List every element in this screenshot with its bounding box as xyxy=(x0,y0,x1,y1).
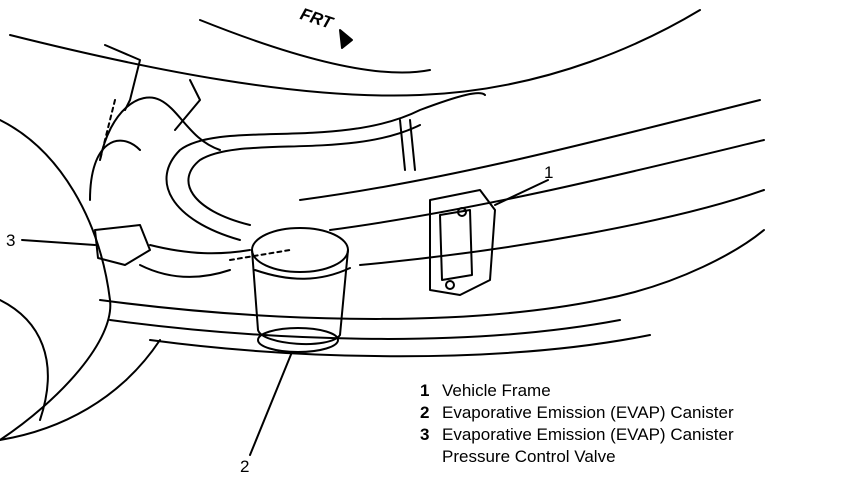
leader-line-2 xyxy=(249,351,293,456)
legend-number: 3 xyxy=(420,425,430,444)
canister-top xyxy=(251,227,349,273)
upper-line xyxy=(104,44,141,111)
purge-line-1 xyxy=(99,96,221,161)
frame-rail-mid xyxy=(329,139,765,231)
bumper-line-1 xyxy=(99,229,765,320)
callout-1: 1 xyxy=(544,163,554,182)
routing-dashes-2 xyxy=(229,249,291,261)
routing-dashes-1 xyxy=(99,99,116,161)
frame-bracket xyxy=(429,189,496,296)
legend-text: Evaporative Emission (EVAP) Canister Pre… xyxy=(442,424,734,468)
legend-line: Evaporative Emission (EVAP) Canister xyxy=(442,403,734,422)
canister-bottom xyxy=(257,327,339,353)
valve-hose xyxy=(149,244,251,255)
bracket-bolt-2 xyxy=(445,280,455,290)
canister-body xyxy=(251,249,349,345)
vent-tube-2 xyxy=(399,119,406,171)
frame-rail-top xyxy=(299,99,761,201)
bracket-inner xyxy=(439,209,473,281)
legend-line: Evaporative Emission (EVAP) Canister xyxy=(442,425,734,444)
legend-text: Vehicle Frame xyxy=(442,380,551,402)
legend-item: 3 Evaporative Emission (EVAP) Canister P… xyxy=(420,424,734,468)
fender-lower xyxy=(0,339,161,441)
callout-2: 2 xyxy=(240,457,250,476)
canister-strap xyxy=(254,267,351,280)
legend-line: Vehicle Frame xyxy=(442,381,551,400)
hood-line xyxy=(199,19,431,74)
leader-line-1 xyxy=(494,179,549,206)
legend-item: 1 Vehicle Frame xyxy=(420,380,734,402)
legend-number: 1 xyxy=(420,381,430,400)
legend-text: Evaporative Emission (EVAP) Canister xyxy=(442,402,734,424)
pressure-control-valve xyxy=(94,224,151,266)
front-arrow-icon xyxy=(339,29,353,49)
valve-hose-2 xyxy=(139,264,231,278)
legend-line: Pressure Control Valve xyxy=(442,447,616,466)
upper-line-2 xyxy=(174,79,201,131)
bumper-line-2 xyxy=(109,319,621,340)
hose-loop-outer xyxy=(165,92,486,241)
leader-line-3 xyxy=(21,239,96,246)
bumper-line-3 xyxy=(149,334,651,358)
inner-fender-curve xyxy=(0,299,49,421)
legend-number: 2 xyxy=(420,403,430,422)
purge-line-2 xyxy=(89,139,141,201)
legend-item: 2 Evaporative Emission (EVAP) Canister xyxy=(420,402,734,424)
hose-loop-inner xyxy=(187,124,421,226)
callout-3: 3 xyxy=(6,231,16,250)
vent-tube xyxy=(409,119,416,171)
fender-outline xyxy=(0,119,112,441)
frame-rail-low xyxy=(359,189,765,266)
legend: 1 Vehicle Frame 2 Evaporative Emission (… xyxy=(420,380,734,468)
upper-body-line xyxy=(9,9,701,97)
